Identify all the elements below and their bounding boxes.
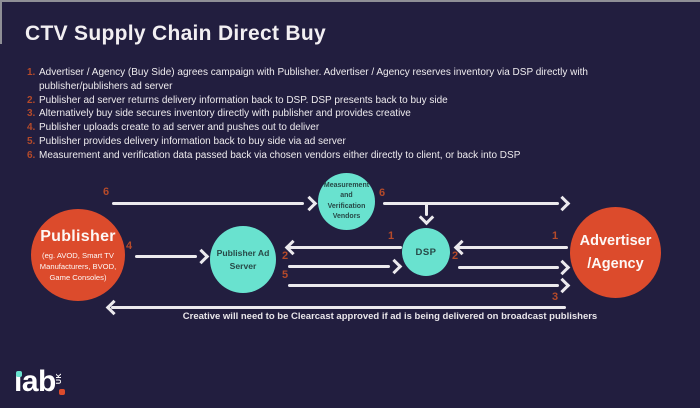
flow-4-publisher-to-adserver-line [135,255,197,258]
logo-period-icon [59,389,65,395]
top-edge-line [0,0,700,2]
arrowhead-right-icon [554,259,571,276]
flow-1-dsp-to-adserver-line [289,246,402,249]
node-publisher-ad-server: Publisher Ad Server [210,226,276,293]
step-item-1: 1. Advertiser / Agency (Buy Side) agrees… [27,66,677,94]
flow-5-label: 5 [282,269,289,281]
step-number: 2. [27,94,36,106]
step-item-5: 5. Publisher provides delivery informati… [27,135,677,149]
step-text: Publisher provides delivery information … [39,135,346,147]
flow-1-label: 1 [552,230,559,242]
node-publisher-name: Publisher [40,227,116,245]
step-number: 5. [27,135,36,147]
step-number: 4. [27,122,36,134]
arrowhead-right-icon [193,248,210,265]
flow-1-advertiser-to-dsp-line [458,246,568,249]
flow-1-label: 1 [388,230,395,242]
step-text: Alternatively buy side secures inventory… [39,108,411,120]
step-number: 1. [27,67,36,78]
flow-6-label: 6 [379,187,386,199]
flow-6-publisher-to-vendors-line [112,202,304,205]
step-item-3: 3. Alternatively buy side secures invent… [27,107,677,121]
step-number: 6. [27,149,36,161]
page-title: CTV Supply Chain Direct Buy [25,22,326,45]
flow-2-adserver-to-dsp-line [288,265,390,268]
step-text: Publisher ad server returns delivery inf… [39,94,448,106]
step-number: 3. [27,108,36,120]
flow-4-label: 4 [126,240,133,252]
flow-6-branch-to-dsp-line [425,203,428,216]
node-dsp: DSP [402,228,450,276]
step-text: Publisher uploads create to ad server an… [39,122,320,134]
flow-6-label: 6 [103,186,110,198]
arrowhead-right-icon [554,195,571,212]
logo-region-label: UK [56,372,64,385]
step-item-4: 4. Publisher uploads create to ad server… [27,121,677,135]
step-text: Advertiser / Agency (Buy Side) agrees ca… [39,67,588,92]
step-text: Measurement and verification data passed… [39,149,521,161]
steps-list: 1. Advertiser / Agency (Buy Side) agrees… [27,66,677,163]
clearcast-note: Creative will need to be Clearcast appro… [182,311,598,322]
flow-2-dsp-to-advertiser-line [458,266,559,269]
step-item-2: 2. Publisher ad server returns delivery … [27,94,677,108]
node-publisher-detail: (eg. AVOD, Smart TV Manufacturers, BVOD,… [39,250,117,282]
node-advertiser-line2: /Agency [587,255,644,272]
flow-2-label: 2 [452,250,459,262]
flow-6-vendors-to-advertiser-line [383,202,559,205]
step-item-6: 6. Measurement and verification data pas… [27,149,677,163]
logo-wordmark: ıab [14,365,56,398]
arrowhead-left-icon [105,299,122,316]
flow-2-label: 2 [282,250,289,262]
arrowhead-right-icon [386,258,403,275]
iab-uk-logo: ıab UK [14,367,84,401]
flow-3-label: 3 [552,291,559,303]
flow-5-adserver-to-advertiser-line [288,284,559,287]
node-measurement-verification-vendors: Measurement and Verification Vendors [318,173,375,230]
node-dsp-name: DSP [415,246,437,258]
node-advertiser-agency: Advertiser /Agency [570,207,661,298]
node-publisher: Publisher (eg. AVOD, Smart TV Manufactur… [31,209,125,301]
node-vendors-name: Measurement and Verification Vendors [323,181,370,221]
arrowhead-right-icon [301,195,318,212]
flow-3-advertiser-to-publisher-line [111,306,566,309]
left-edge-line [0,0,2,44]
node-publisher-ad-server-name: Publisher Ad Server [216,247,270,271]
arrowhead-down-icon [418,209,435,226]
logo-i-dot-icon [16,371,22,377]
node-advertiser-line1: Advertiser [579,233,652,250]
